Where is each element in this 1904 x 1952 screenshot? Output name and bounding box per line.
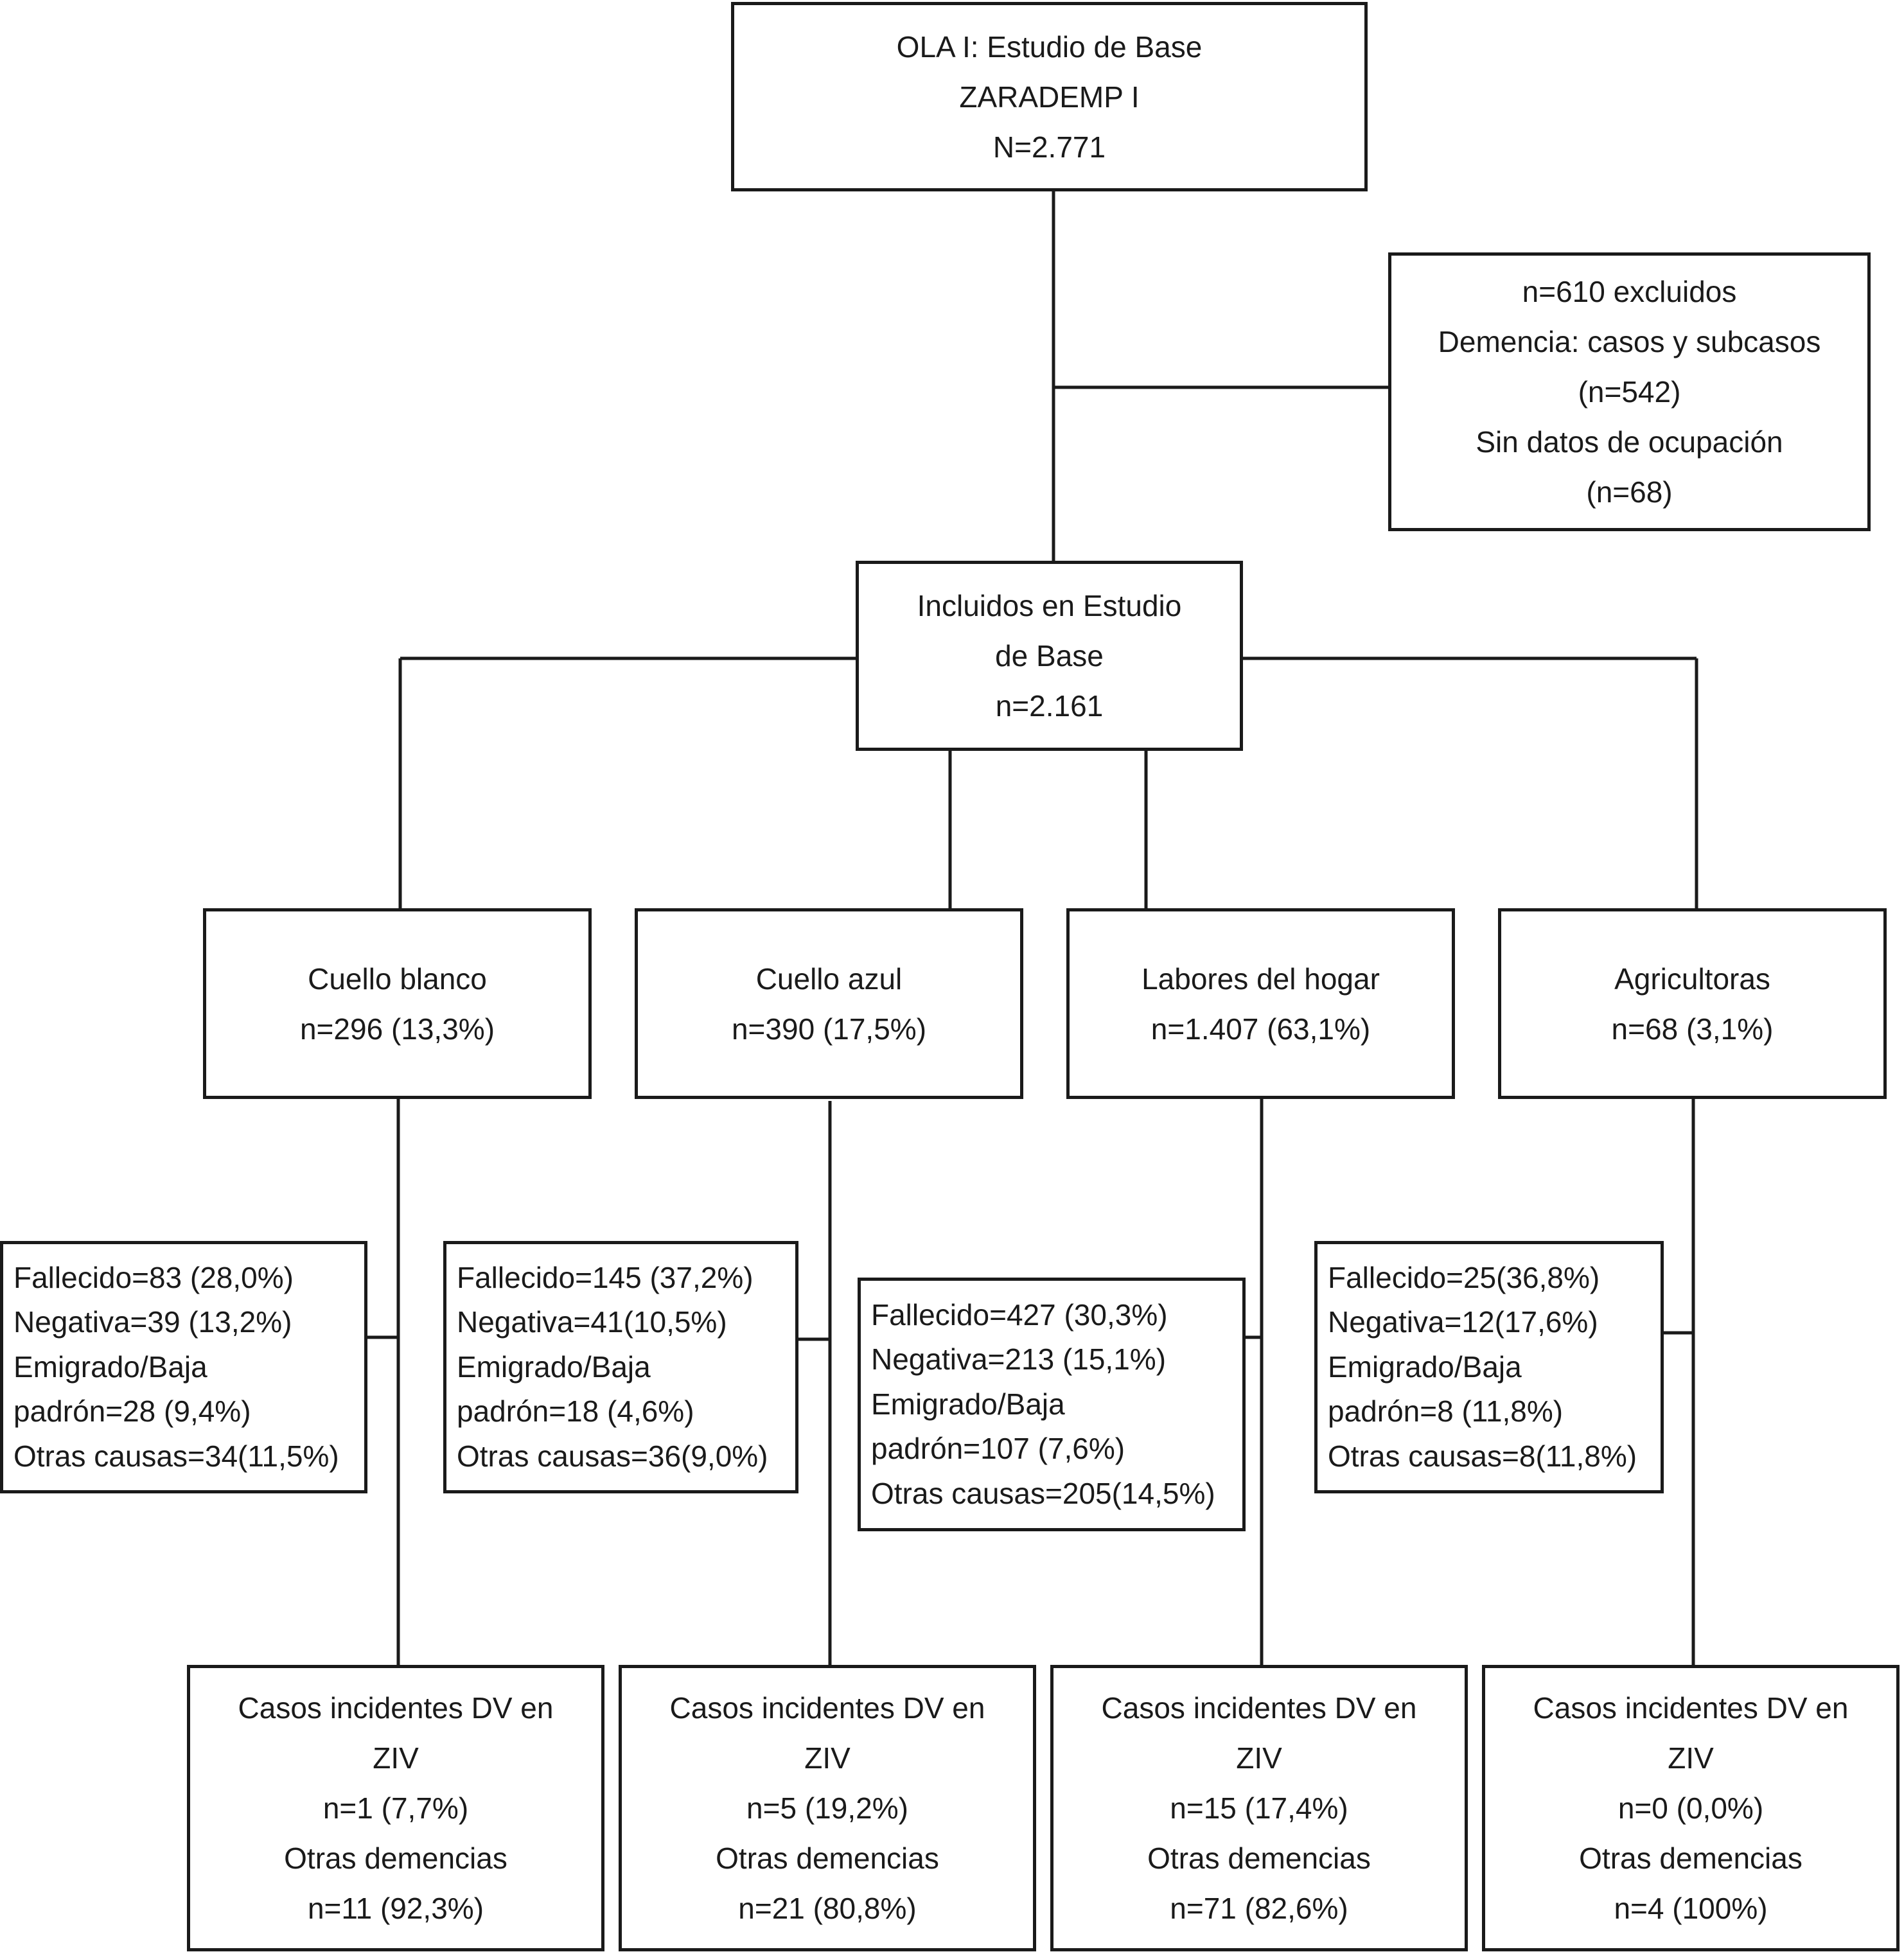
outcome-blue-collar-box: Casos incidentes DV en ZIV n=5 (19,2%) O… [619, 1665, 1036, 1951]
losses-emigrated-count: padrón=107 (7,6%) [871, 1432, 1125, 1466]
outcome-vd-zone: ZIV [1236, 1741, 1282, 1775]
outcome-farmers-box: Casos incidentes DV en ZIV n=0 (0,0%) Ot… [1482, 1665, 1900, 1951]
excluded-no-occupation-label: Sin datos de ocupación [1476, 425, 1783, 459]
losses-refused: Negativa=12(17,6%) [1328, 1305, 1598, 1339]
baseline-study-box: OLA I: Estudio de Base ZARADEMP I N=2.77… [731, 2, 1368, 191]
losses-emigrated-label: Emigrado/Baja [13, 1350, 207, 1384]
outcome-vd-count: n=0 (0,0%) [1618, 1791, 1764, 1825]
group-farmers-box: Agricultoras n=68 (3,1%) [1498, 908, 1887, 1099]
outcome-vd-label: Casos incidentes DV en [1533, 1691, 1849, 1725]
group-count: n=296 (13,3%) [299, 1012, 495, 1046]
losses-emigrated-count: padrón=18 (4,6%) [457, 1394, 694, 1429]
group-name: Cuello azul [755, 962, 903, 996]
outcome-vd-count: n=1 (7,7%) [322, 1791, 469, 1825]
group-name: Labores del hogar [1142, 962, 1380, 996]
losses-deceased: Fallecido=427 (30,3%) [871, 1297, 1168, 1332]
excluded-dementia-count: (n=542) [1578, 375, 1681, 409]
baseline-title: OLA I: Estudio de Base [896, 30, 1203, 64]
losses-deceased: Fallecido=83 (28,0%) [13, 1260, 294, 1294]
group-name: Agricultoras [1614, 962, 1770, 996]
outcome-vd-zone: ZIV [804, 1741, 851, 1775]
outcome-other-count: n=4 (100%) [1614, 1892, 1768, 1925]
outcome-other-label: Otras demencias [1147, 1842, 1371, 1875]
excluded-total: n=610 excluidos [1522, 275, 1737, 308]
outcome-housework-box: Casos incidentes DV en ZIV n=15 (17,4%) … [1050, 1665, 1468, 1951]
losses-refused: Negativa=41(10,5%) [457, 1305, 727, 1339]
losses-emigrated-count: padrón=8 (11,8%) [1328, 1394, 1564, 1429]
losses-housework-box: Fallecido=427 (30,3%) Negativa=213 (15,1… [858, 1278, 1246, 1531]
outcome-other-label: Otras demencias [716, 1842, 939, 1875]
losses-emigrated-count: padrón=28 (9,4%) [13, 1394, 251, 1429]
group-housework-box: Labores del hogar n=1.407 (63,1%) [1066, 908, 1455, 1099]
outcome-vd-zone: ZIV [373, 1741, 419, 1775]
group-name: Cuello blanco [308, 962, 487, 996]
outcome-other-count: n=11 (92,3%) [307, 1892, 484, 1925]
included-total: n=2.161 [995, 689, 1104, 723]
group-count: n=68 (3,1%) [1611, 1012, 1774, 1046]
outcome-vd-count: n=15 (17,4%) [1170, 1791, 1348, 1825]
losses-emigrated-label: Emigrado/Baja [1328, 1350, 1522, 1384]
baseline-total: N=2.771 [992, 130, 1106, 164]
outcome-other-count: n=71 (82,6%) [1170, 1892, 1348, 1925]
outcome-other-label: Otras demencias [284, 1842, 507, 1875]
outcome-other-label: Otras demencias [1579, 1842, 1803, 1875]
group-count: n=1.407 (63,1%) [1150, 1012, 1371, 1046]
losses-deceased: Fallecido=25(36,8%) [1328, 1260, 1600, 1294]
losses-other: Otras causas=36(9,0%) [457, 1439, 768, 1473]
outcome-vd-label: Casos incidentes DV en [238, 1691, 554, 1725]
losses-blue-collar-box: Fallecido=145 (37,2%) Negativa=41(10,5%)… [443, 1241, 798, 1493]
losses-refused: Negativa=39 (13,2%) [13, 1305, 292, 1339]
group-blue-collar-box: Cuello azul n=390 (17,5%) [635, 908, 1023, 1099]
included-box: Incluidos en Estudio de Base n=2.161 [856, 561, 1243, 751]
outcome-other-count: n=21 (80,8%) [738, 1892, 917, 1925]
outcome-white-collar-box: Casos incidentes DV en ZIV n=1 (7,7%) Ot… [187, 1665, 604, 1951]
excluded-dementia-label: Demencia: casos y subcasos [1438, 325, 1821, 358]
baseline-study-name: ZARADEMP I [959, 80, 1140, 114]
losses-refused: Negativa=213 (15,1%) [871, 1342, 1167, 1376]
outcome-vd-count: n=5 (19,2%) [746, 1791, 908, 1825]
excluded-box: n=610 excluidos Demencia: casos y subcas… [1388, 252, 1871, 531]
outcome-vd-label: Casos incidentes DV en [1101, 1691, 1417, 1725]
losses-white-collar-box: Fallecido=83 (28,0%) Negativa=39 (13,2%)… [0, 1241, 367, 1493]
included-label-2: de Base [995, 639, 1104, 673]
included-label-1: Incluidos en Estudio [917, 589, 1182, 622]
group-white-collar-box: Cuello blanco n=296 (13,3%) [203, 908, 592, 1099]
losses-other: Otras causas=34(11,5%) [13, 1439, 339, 1473]
outcome-vd-label: Casos incidentes DV en [669, 1691, 985, 1725]
losses-emigrated-label: Emigrado/Baja [871, 1387, 1065, 1421]
losses-farmers-box: Fallecido=25(36,8%) Negativa=12(17,6%) E… [1314, 1241, 1664, 1493]
losses-other: Otras causas=8(11,8%) [1328, 1439, 1637, 1473]
losses-other: Otras causas=205(14,5%) [871, 1476, 1215, 1510]
group-count: n=390 (17,5%) [731, 1012, 927, 1046]
losses-emigrated-label: Emigrado/Baja [457, 1350, 651, 1384]
outcome-vd-zone: ZIV [1668, 1741, 1714, 1775]
excluded-no-occupation-count: (n=68) [1586, 475, 1673, 509]
losses-deceased: Fallecido=145 (37,2%) [457, 1260, 754, 1294]
